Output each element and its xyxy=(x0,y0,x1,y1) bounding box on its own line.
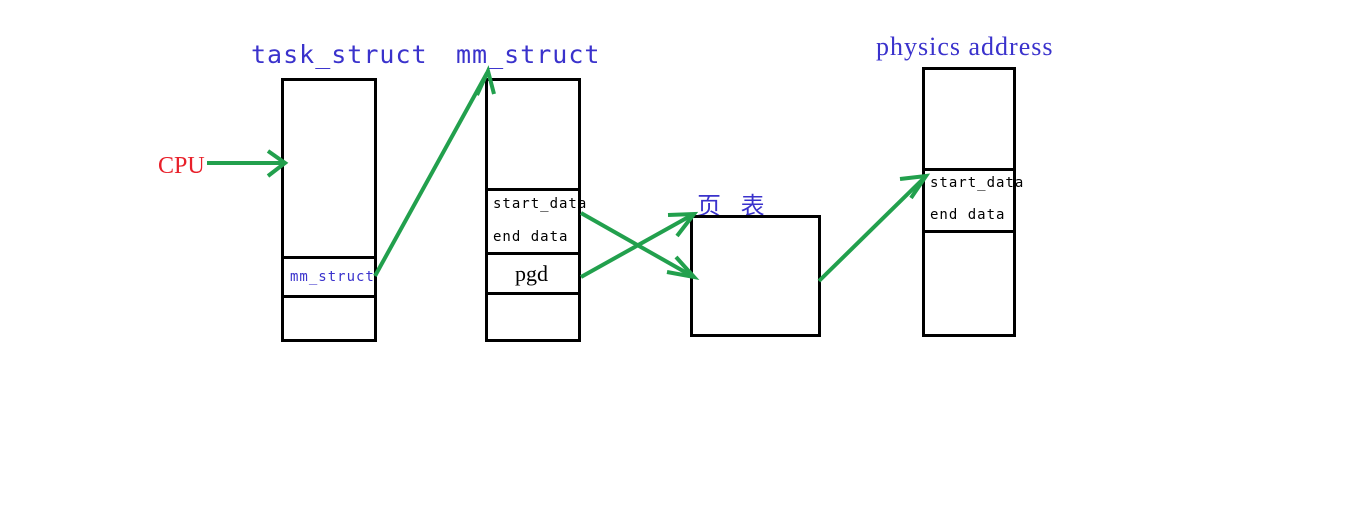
box-task-struct: mm_struct xyxy=(281,78,377,342)
box-physics-address: start_data end data xyxy=(922,67,1023,337)
mm-struct-end-data-label: end data xyxy=(493,229,569,245)
task-struct-cell-empty-bottom xyxy=(284,298,374,342)
title-mm-struct: mm_struct xyxy=(456,40,601,69)
mm-struct-cell-end-data: end data xyxy=(488,223,578,255)
cpu-label: CPU xyxy=(158,153,205,179)
mm-struct-cell-pgd: pgd xyxy=(488,255,578,295)
arrow-pgd-to-page-table xyxy=(580,211,699,279)
task-struct-cell-empty-top xyxy=(284,81,374,259)
task-struct-cell-mm-struct: mm_struct xyxy=(284,259,374,298)
mm-struct-cell-empty-bottom xyxy=(488,295,578,339)
physics-address-cell-end-data: end data xyxy=(925,202,1013,233)
mm-struct-cell-start-data: start_data xyxy=(488,191,586,223)
arrow-start-data-to-page-table xyxy=(580,211,700,281)
title-task-struct: task_struct xyxy=(251,40,428,69)
mm-struct-cell-empty-top xyxy=(488,81,578,191)
box-page-table xyxy=(690,215,821,337)
task-struct-mm-struct-label: mm_struct xyxy=(290,269,375,285)
arrow-cpu-to-task-struct xyxy=(207,149,289,178)
page-table-cell-empty xyxy=(693,218,818,334)
mm-struct-start-data-label: start_data xyxy=(493,196,588,212)
arrow-page-table-to-physics-address xyxy=(817,173,931,283)
mm-struct-pgd-label: pgd xyxy=(515,261,548,286)
box-mm-struct: start_data end data pgd xyxy=(485,78,586,342)
physics-address-start-data-label: start_data xyxy=(930,175,1025,191)
title-physics-address: physics address xyxy=(876,32,1054,61)
physics-address-cell-empty-top xyxy=(925,70,1013,171)
physics-address-end-data-label: end data xyxy=(930,207,1006,223)
arrow-mm-struct-pointer-to-mm-struct xyxy=(373,65,496,277)
physics-address-cell-start-data: start_data xyxy=(925,171,1023,202)
physics-address-cell-empty-bottom xyxy=(925,233,1013,334)
